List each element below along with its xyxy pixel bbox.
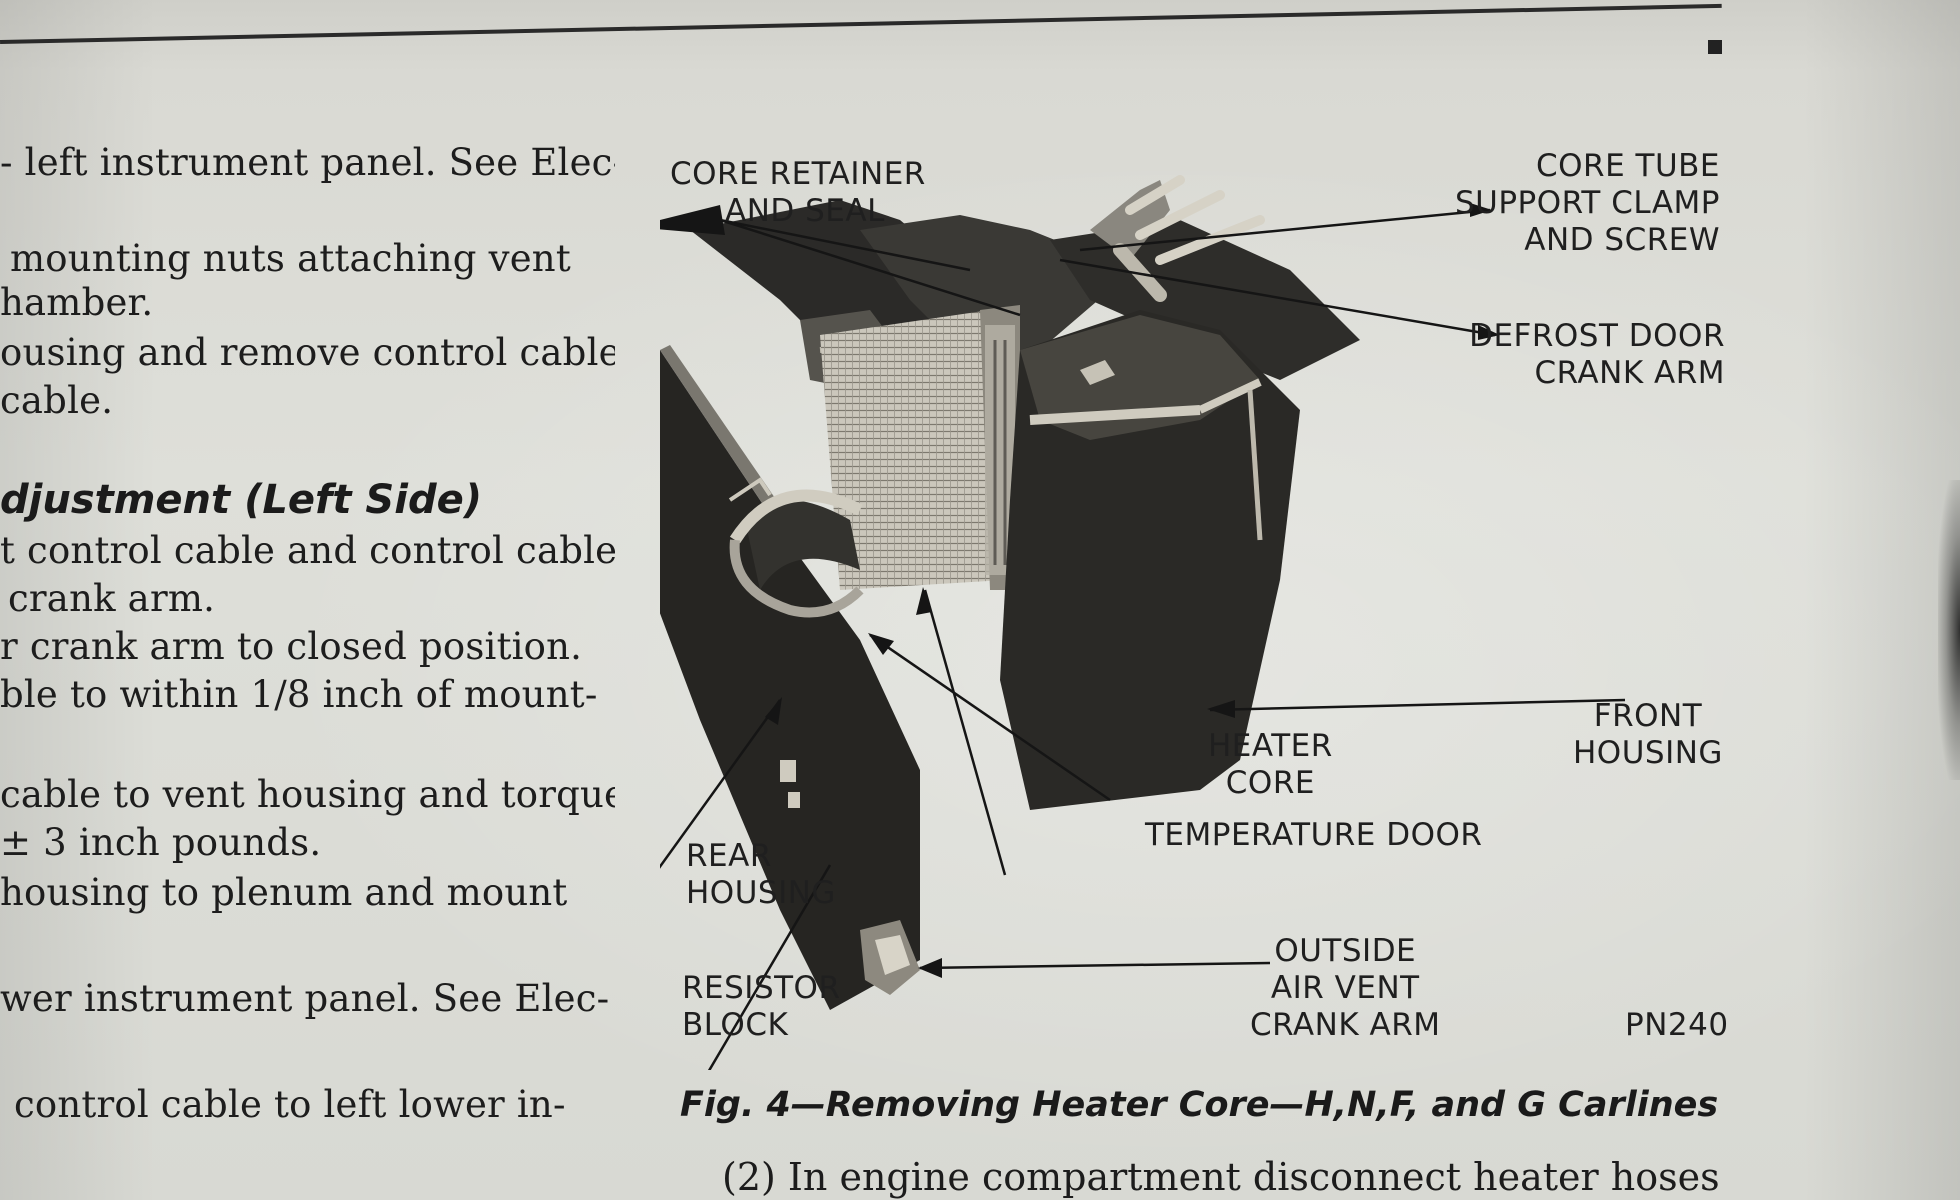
label-core-tube-clamp: CORE TUBE SUPPORT CLAMP AND SCREW <box>1454 148 1720 258</box>
rear-housing-shape <box>660 345 920 1010</box>
label-core-retainer: CORE RETAINER AND SEAL <box>670 156 926 229</box>
label-heater-core: HEATER CORE <box>1208 728 1333 801</box>
label-resistor-block: RESISTOR BLOCK <box>682 970 841 1043</box>
heater-assembly-illustration <box>660 175 1626 1070</box>
text-line: wer instrument panel. See Elec- <box>0 978 610 1020</box>
label-temperature-door: TEMPERATURE DOOR <box>1145 817 1483 853</box>
front-housing-shape <box>1000 310 1300 810</box>
text-line: hamber. <box>0 282 154 324</box>
text-line: - left instrument panel. See Elec- <box>0 142 615 184</box>
label-front-housing: FRONT HOUSING <box>1573 698 1723 771</box>
text-line: r crank arm to closed position. <box>0 626 583 668</box>
label-rear-housing: REAR HOUSING <box>686 838 836 911</box>
part-number: PN240 <box>1625 1007 1729 1043</box>
text-line: cable. <box>0 380 114 422</box>
text-line: ± 3 inch pounds. <box>0 822 322 864</box>
arrowheads <box>660 203 1500 978</box>
text-line: t control cable and control cable <box>0 530 615 572</box>
figure-caption: Fig. 4—Removing Heater Core—H,N,F, and G… <box>680 1085 1719 1125</box>
label-defrost-door-crank-arm: DEFROST DOOR CRANK ARM <box>1469 318 1725 391</box>
header-rule <box>0 3 1722 44</box>
header-rule-end-mark <box>1708 40 1722 54</box>
heater-core-shape <box>820 305 1020 590</box>
finger-shadow <box>1938 480 1960 780</box>
text-line: mounting nuts attaching vent <box>10 238 571 280</box>
leader-lines <box>660 208 1626 1070</box>
figure-heater-core: CORE RETAINER AND SEAL CORE TUBE SUPPORT… <box>660 120 1760 1070</box>
label-outside-air-vent-crank-arm: OUTSIDE AIR VENT CRANK ARM <box>1250 933 1441 1043</box>
section-heading: djustment (Left Side) <box>0 477 482 523</box>
text-line: ble to within 1/8 inch of mount- <box>0 674 598 716</box>
text-line: crank arm. <box>8 578 216 620</box>
procedure-step: (2) In engine compartment disconnect hea… <box>722 1155 1720 1199</box>
text-line: cable to vent housing and torque <box>0 774 615 816</box>
text-line: control cable to left lower in- <box>14 1084 566 1126</box>
text-line: housing to plenum and mount <box>0 872 568 914</box>
text-line: ousing and remove control cable <box>0 332 615 374</box>
